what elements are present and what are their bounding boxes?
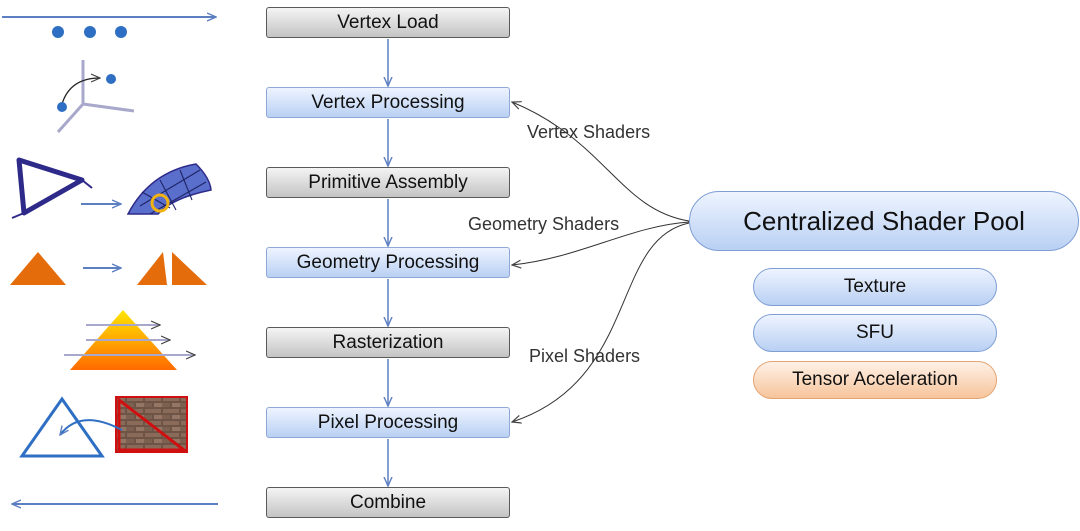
geometry-split-icon xyxy=(10,252,207,285)
vertex-transform-icon xyxy=(56,60,135,133)
stage-rasterization: Rasterization xyxy=(266,327,510,358)
unit-sfu: SFU xyxy=(753,314,997,352)
pixel-shaders-label: Pixel Shaders xyxy=(529,346,641,366)
stage-geometry-processing: Geometry Processing xyxy=(266,247,510,278)
centralized-shader-pool: Centralized Shader Pool xyxy=(689,191,1079,251)
stage-pixel-processing: Pixel Processing xyxy=(266,407,510,438)
shader-connectors xyxy=(512,102,690,422)
stage-primitive-assembly: Primitive Assembly xyxy=(266,167,510,198)
primitive-assembly-icon xyxy=(11,157,212,219)
unit-texture: Texture xyxy=(753,268,997,306)
pixel-texture-icon xyxy=(19,396,189,458)
rasterization-icon xyxy=(64,310,195,370)
stage-combine: Combine xyxy=(266,487,510,518)
stage-vertex-processing: Vertex Processing xyxy=(266,87,510,118)
vertex-dots-icon xyxy=(52,26,127,38)
stage-vertex-load: Vertex Load xyxy=(266,7,510,38)
unit-tensor-acceleration: Tensor Acceleration xyxy=(753,361,997,399)
vertex-shaders-label: Vertex Shaders xyxy=(527,122,651,142)
geometry-shaders-label: Geometry Shaders xyxy=(468,214,620,234)
